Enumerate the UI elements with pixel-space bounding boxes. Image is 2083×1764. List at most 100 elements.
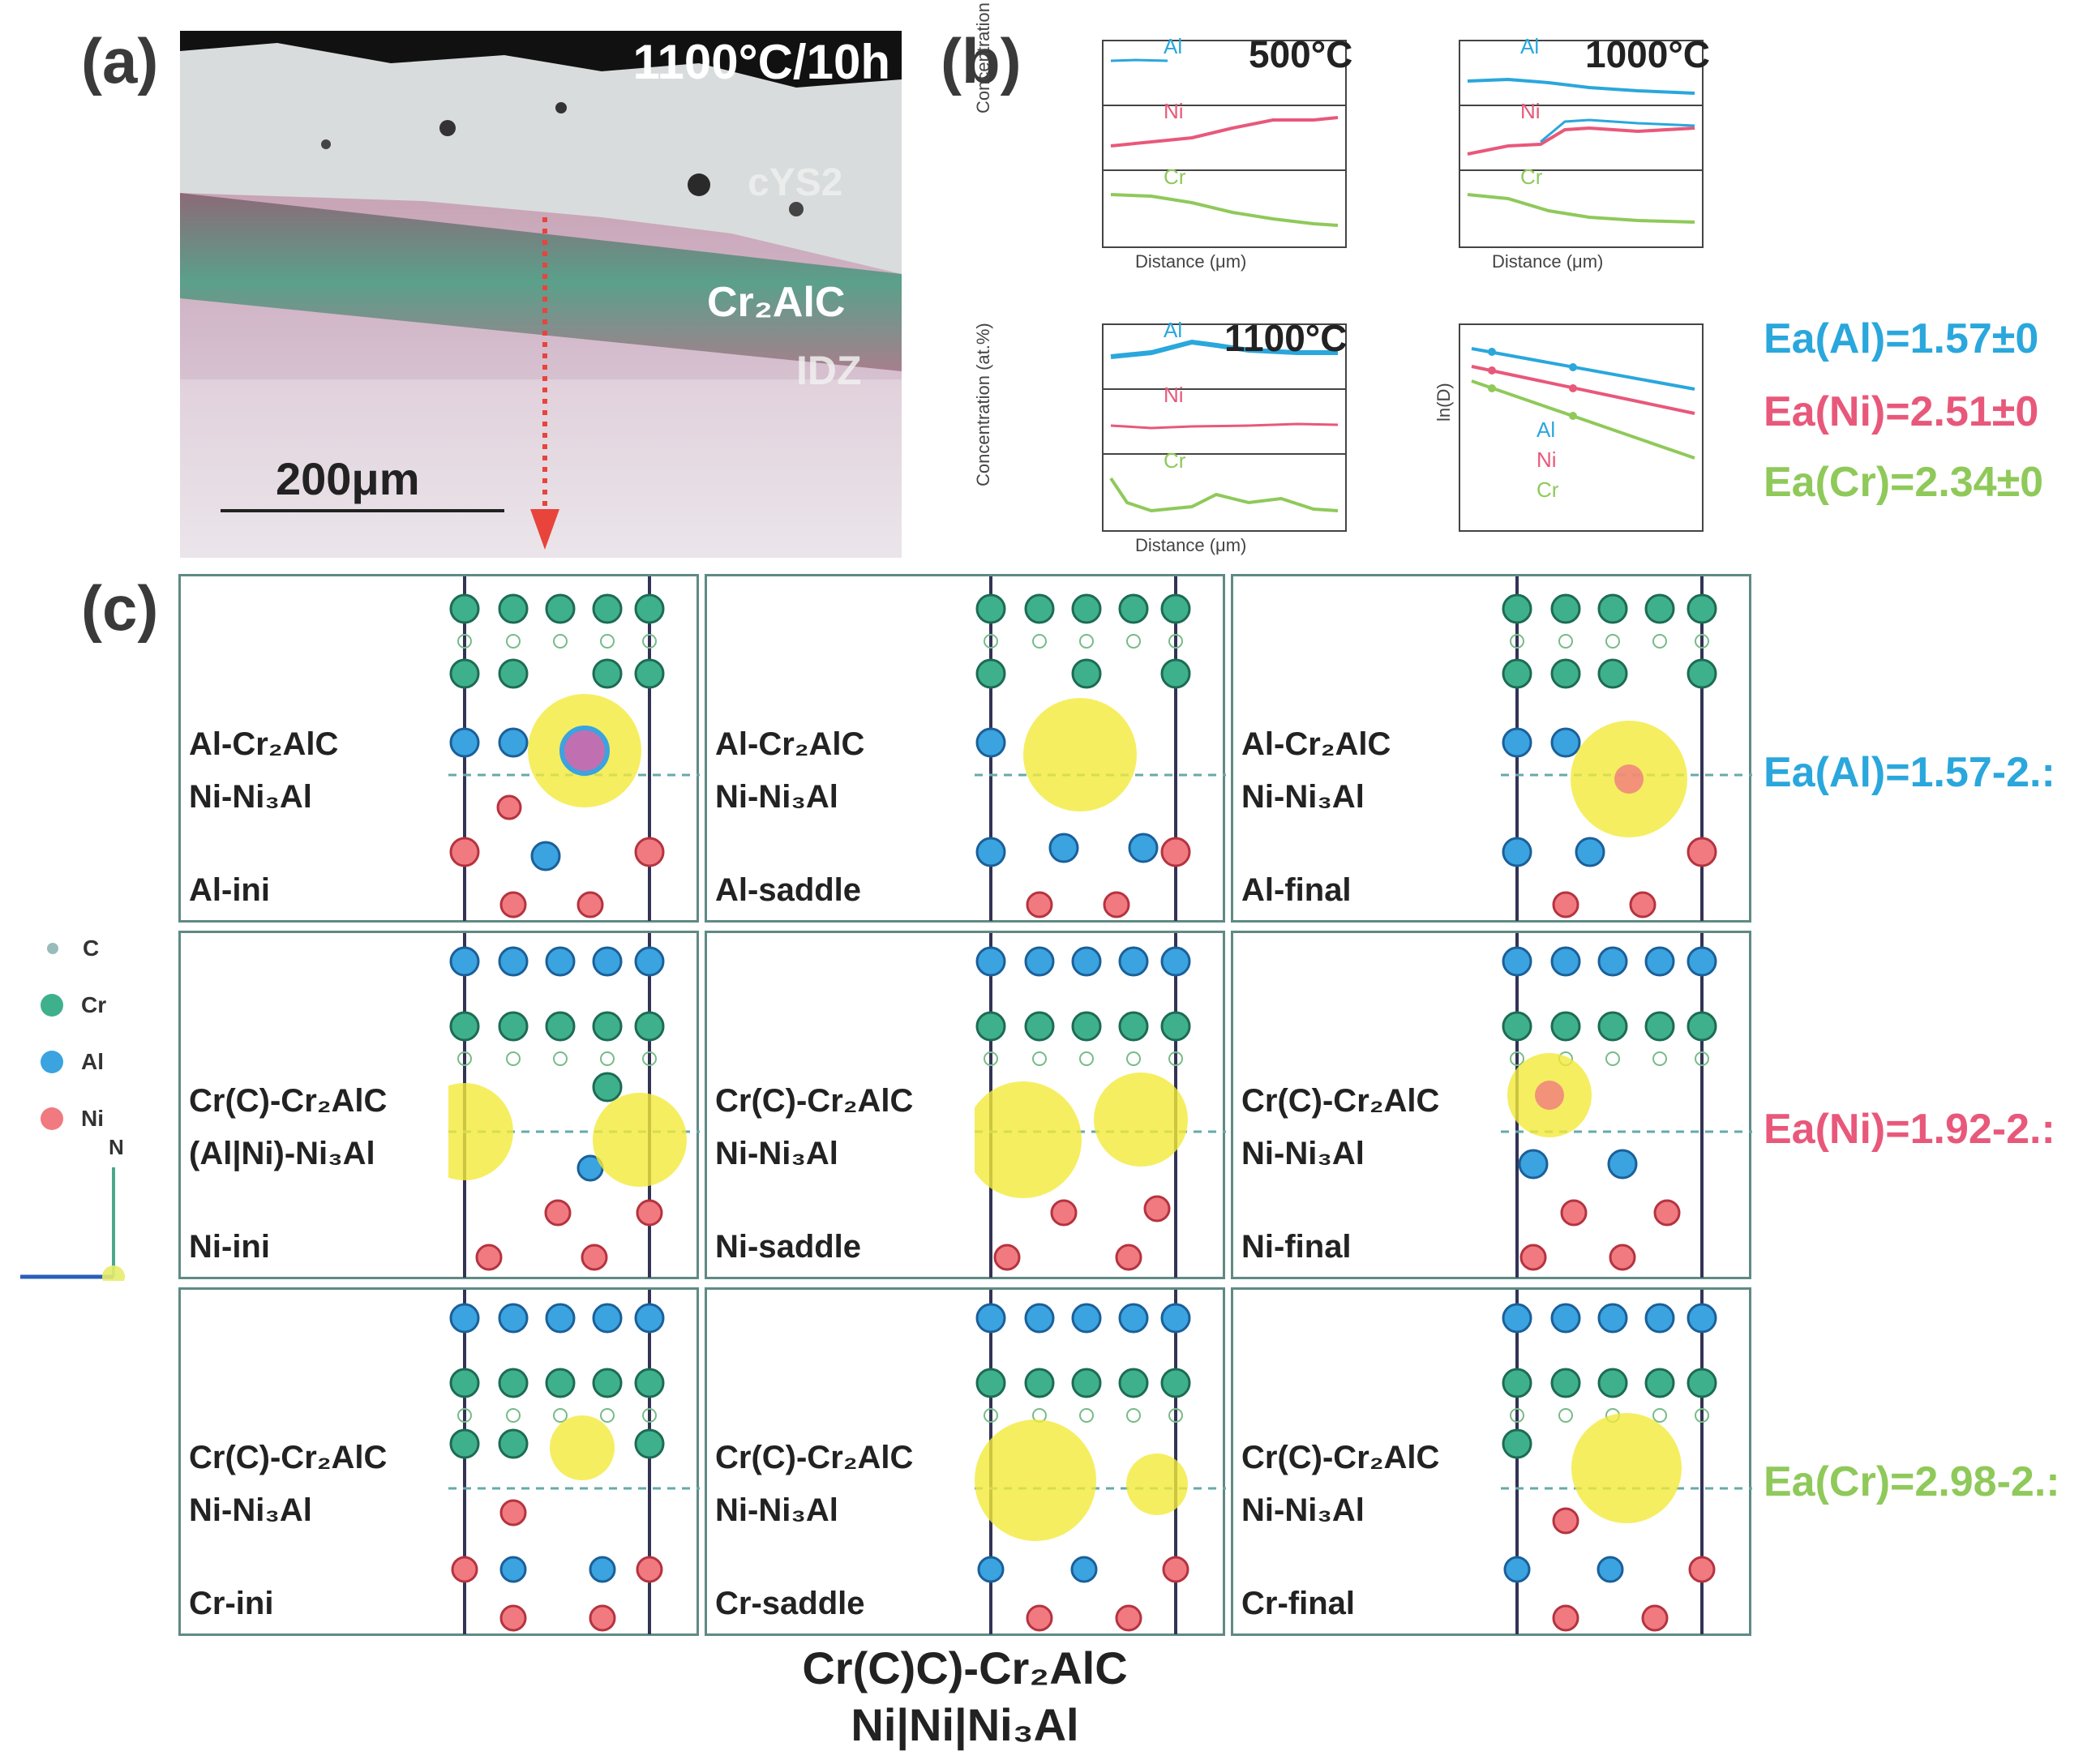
atom-structure (975, 933, 1226, 1278)
cell-al-saddle-bot: Al-saddle (715, 872, 862, 908)
cell-ni-ini: Cr(C)-Cr₂AlC (Al|Ni)-Ni₃Al Ni-ini (178, 931, 700, 1279)
caption-line-2: Ni|Ni|Ni₃Al (851, 1699, 1079, 1750)
layer-label-cys2: cYS2 (748, 161, 843, 204)
cell-ni-saddle-top: Cr(C)-Cr₂AlC (715, 1083, 914, 1119)
plot-1000c-legend-ni: Ni (1520, 99, 1541, 123)
profile-plots (1102, 40, 1704, 532)
ea-al-value: Ea(Al)=1.57±0 (1764, 315, 2039, 362)
plot-1000c-legend-cr: Cr (1520, 165, 1543, 189)
cell-ni-ini-mid: (Al|Ni)-Ni₃Al (189, 1136, 375, 1171)
row-ea-al: Ea(Al)=1.57-2.: (1764, 749, 2055, 796)
micrograph-condition: 1100°C/10h (632, 35, 890, 89)
cell-al-final: Al-Cr₂AlC Ni-Ni₃Al Al-final (1231, 574, 1752, 923)
ea-cr-value: Ea(Cr)=2.34±0 (1764, 459, 2044, 506)
cell-al-ini: Al-Cr₂AlC Ni-Ni₃Al Al-ini (178, 574, 700, 923)
plot-1100c-xlabel: Distance (μm) (1135, 535, 1247, 555)
legend-al: Al (81, 1049, 104, 1074)
layer-label-cr2alc: Cr₂AlC (707, 279, 846, 326)
row-ea-ni: Ea(Ni)=1.92-2.: (1764, 1106, 2055, 1153)
cell-ni-final-bot: Ni-final (1241, 1229, 1352, 1265)
axis-n-label: N (109, 1135, 124, 1159)
plot-1100c (1102, 323, 1347, 532)
plot-500c-xlabel: Distance (μm) (1135, 251, 1247, 272)
legend-cr: Cr (81, 992, 107, 1017)
cell-cr-final-top: Cr(C)-Cr₂AlC (1241, 1440, 1440, 1475)
row-ea-cr: Ea(Cr)=2.98-2.: (1764, 1458, 2060, 1505)
plot-500c-legend-ni: Ni (1164, 99, 1184, 123)
plot-1100c-legend-al: Al (1164, 318, 1183, 342)
plot-1100c-al-line (1110, 339, 1338, 359)
plot-500c (1102, 40, 1347, 248)
legend-c: C (83, 936, 100, 961)
cell-al-final-top: Al-Cr₂AlC (1241, 726, 1391, 762)
plot-1100c-ni-line (1110, 422, 1339, 430)
arrhenius-legend-al: Al (1537, 417, 1556, 442)
cell-cr-final-bot: Cr-final (1241, 1586, 1355, 1621)
ea-ni-value: Ea(Ni)=2.51±0 (1764, 388, 2039, 435)
cell-cr-final: Cr(C)-Cr₂AlC Ni-Ni₃Al Cr-final (1231, 1287, 1752, 1636)
cell-cr-saddle-bot: Cr-saddle (715, 1586, 865, 1621)
cr-atom-icon (41, 994, 63, 1017)
scale-bar-label: 200μm (276, 453, 420, 504)
cell-al-final-bot: Al-final (1241, 872, 1352, 908)
arrhenius-plot (1459, 323, 1704, 532)
cell-ni-final-top: Cr(C)-Cr₂AlC (1241, 1083, 1440, 1119)
plot-500c-title: 500°C (1249, 33, 1353, 75)
cell-cr-ini-mid: Ni-Ni₃Al (189, 1492, 312, 1528)
plot-1000c (1459, 40, 1704, 248)
plot-1000c-xlabel: Distance (μm) (1492, 251, 1604, 272)
atom-structure (1501, 933, 1752, 1278)
atom-legend: C Cr Al Ni (32, 920, 106, 1147)
plot-500c-al-line (1110, 58, 1168, 62)
cell-cr-ini-top: Cr(C)-Cr₂AlC (189, 1440, 388, 1475)
atom-structure (448, 1290, 700, 1634)
cell-ni-saddle: Cr(C)-Cr₂AlC Ni-Ni₃Al Ni-saddle (705, 931, 1226, 1279)
atom-structure (975, 576, 1226, 921)
plot-500c-legend-al: Al (1164, 34, 1183, 58)
cell-cr-ini-bot: Cr-ini (189, 1586, 274, 1621)
plot-500c-legend-cr: Cr (1164, 165, 1186, 189)
legend-ni: Ni (81, 1106, 104, 1131)
layer-label-idz: IDZ (796, 348, 862, 393)
cell-cr-saddle-top: Cr(C)-Cr₂AlC (715, 1440, 914, 1475)
plot-1100c-cr-line (1109, 477, 1339, 513)
atom-structure (448, 933, 700, 1278)
depth-arrow-icon (530, 217, 559, 550)
plot-500c-ylabel: Concentration (at.%) (973, 0, 993, 113)
atom-structure (448, 576, 700, 921)
plot-1000c-al-line (1467, 77, 1695, 95)
arrhenius-al-line (1471, 347, 1695, 391)
arrhenius-cr-line (1471, 379, 1695, 460)
atom-structure (1501, 576, 1752, 921)
plot-1000c-ni-line (1467, 126, 1695, 156)
c-atom-icon (47, 943, 58, 954)
cell-grid: Al-Cr₂AlC Ni-Ni₃Al Al-ini Al-Cr₂AlC Ni-N… (178, 574, 1752, 1636)
cell-cr-saddle: Cr(C)-Cr₂AlC Ni-Ni₃Al Cr-saddle (705, 1287, 1226, 1636)
cell-cr-saddle-mid: Ni-Ni₃Al (715, 1492, 838, 1528)
cell-ni-ini-top: Cr(C)-Cr₂AlC (189, 1083, 388, 1119)
arrhenius-legend-cr: Cr (1537, 477, 1559, 502)
arrhenius-legend-ni: Ni (1537, 447, 1557, 472)
atom-structure (1501, 1290, 1752, 1634)
panel-b-label: (b) (941, 25, 1022, 96)
cell-ni-final-mid: Ni-Ni₃Al (1241, 1136, 1365, 1171)
cell-al-ini-top: Al-Cr₂AlC (189, 726, 339, 762)
panel-a-label: (a) (81, 25, 159, 96)
cell-al-saddle: Al-Cr₂AlC Ni-Ni₃Al Al-saddle (705, 574, 1226, 923)
cell-ni-saddle-bot: Ni-saddle (715, 1229, 862, 1265)
ni-atom-icon (41, 1107, 63, 1130)
cell-ni-final: Cr(C)-Cr₂AlC Ni-Ni₃Al Ni-final (1231, 931, 1752, 1279)
cell-al-saddle-top: Al-Cr₂AlC (715, 726, 865, 762)
panel-c-label: (c) (81, 572, 159, 644)
cell-ni-saddle-mid: Ni-Ni₃Al (715, 1136, 838, 1171)
micrograph: 1100°C/10h cYS2 Cr₂AlC IDZ 200μm (180, 31, 902, 558)
cell-al-final-mid: Ni-Ni₃Al (1241, 779, 1365, 815)
plot-1100c-legend-ni: Ni (1164, 383, 1184, 407)
plot-1100c-ylabel: Concentration (at.%) (973, 323, 993, 486)
cell-al-saddle-mid: Ni-Ni₃Al (715, 779, 838, 815)
cell-al-ini-bot: Al-ini (189, 872, 270, 908)
cell-cr-final-mid: Ni-Ni₃Al (1241, 1492, 1365, 1528)
axis-indicator-icon (20, 1167, 125, 1281)
plot-1000c-legend-al: Al (1520, 34, 1540, 58)
plot-500c-cr-line (1110, 193, 1339, 227)
